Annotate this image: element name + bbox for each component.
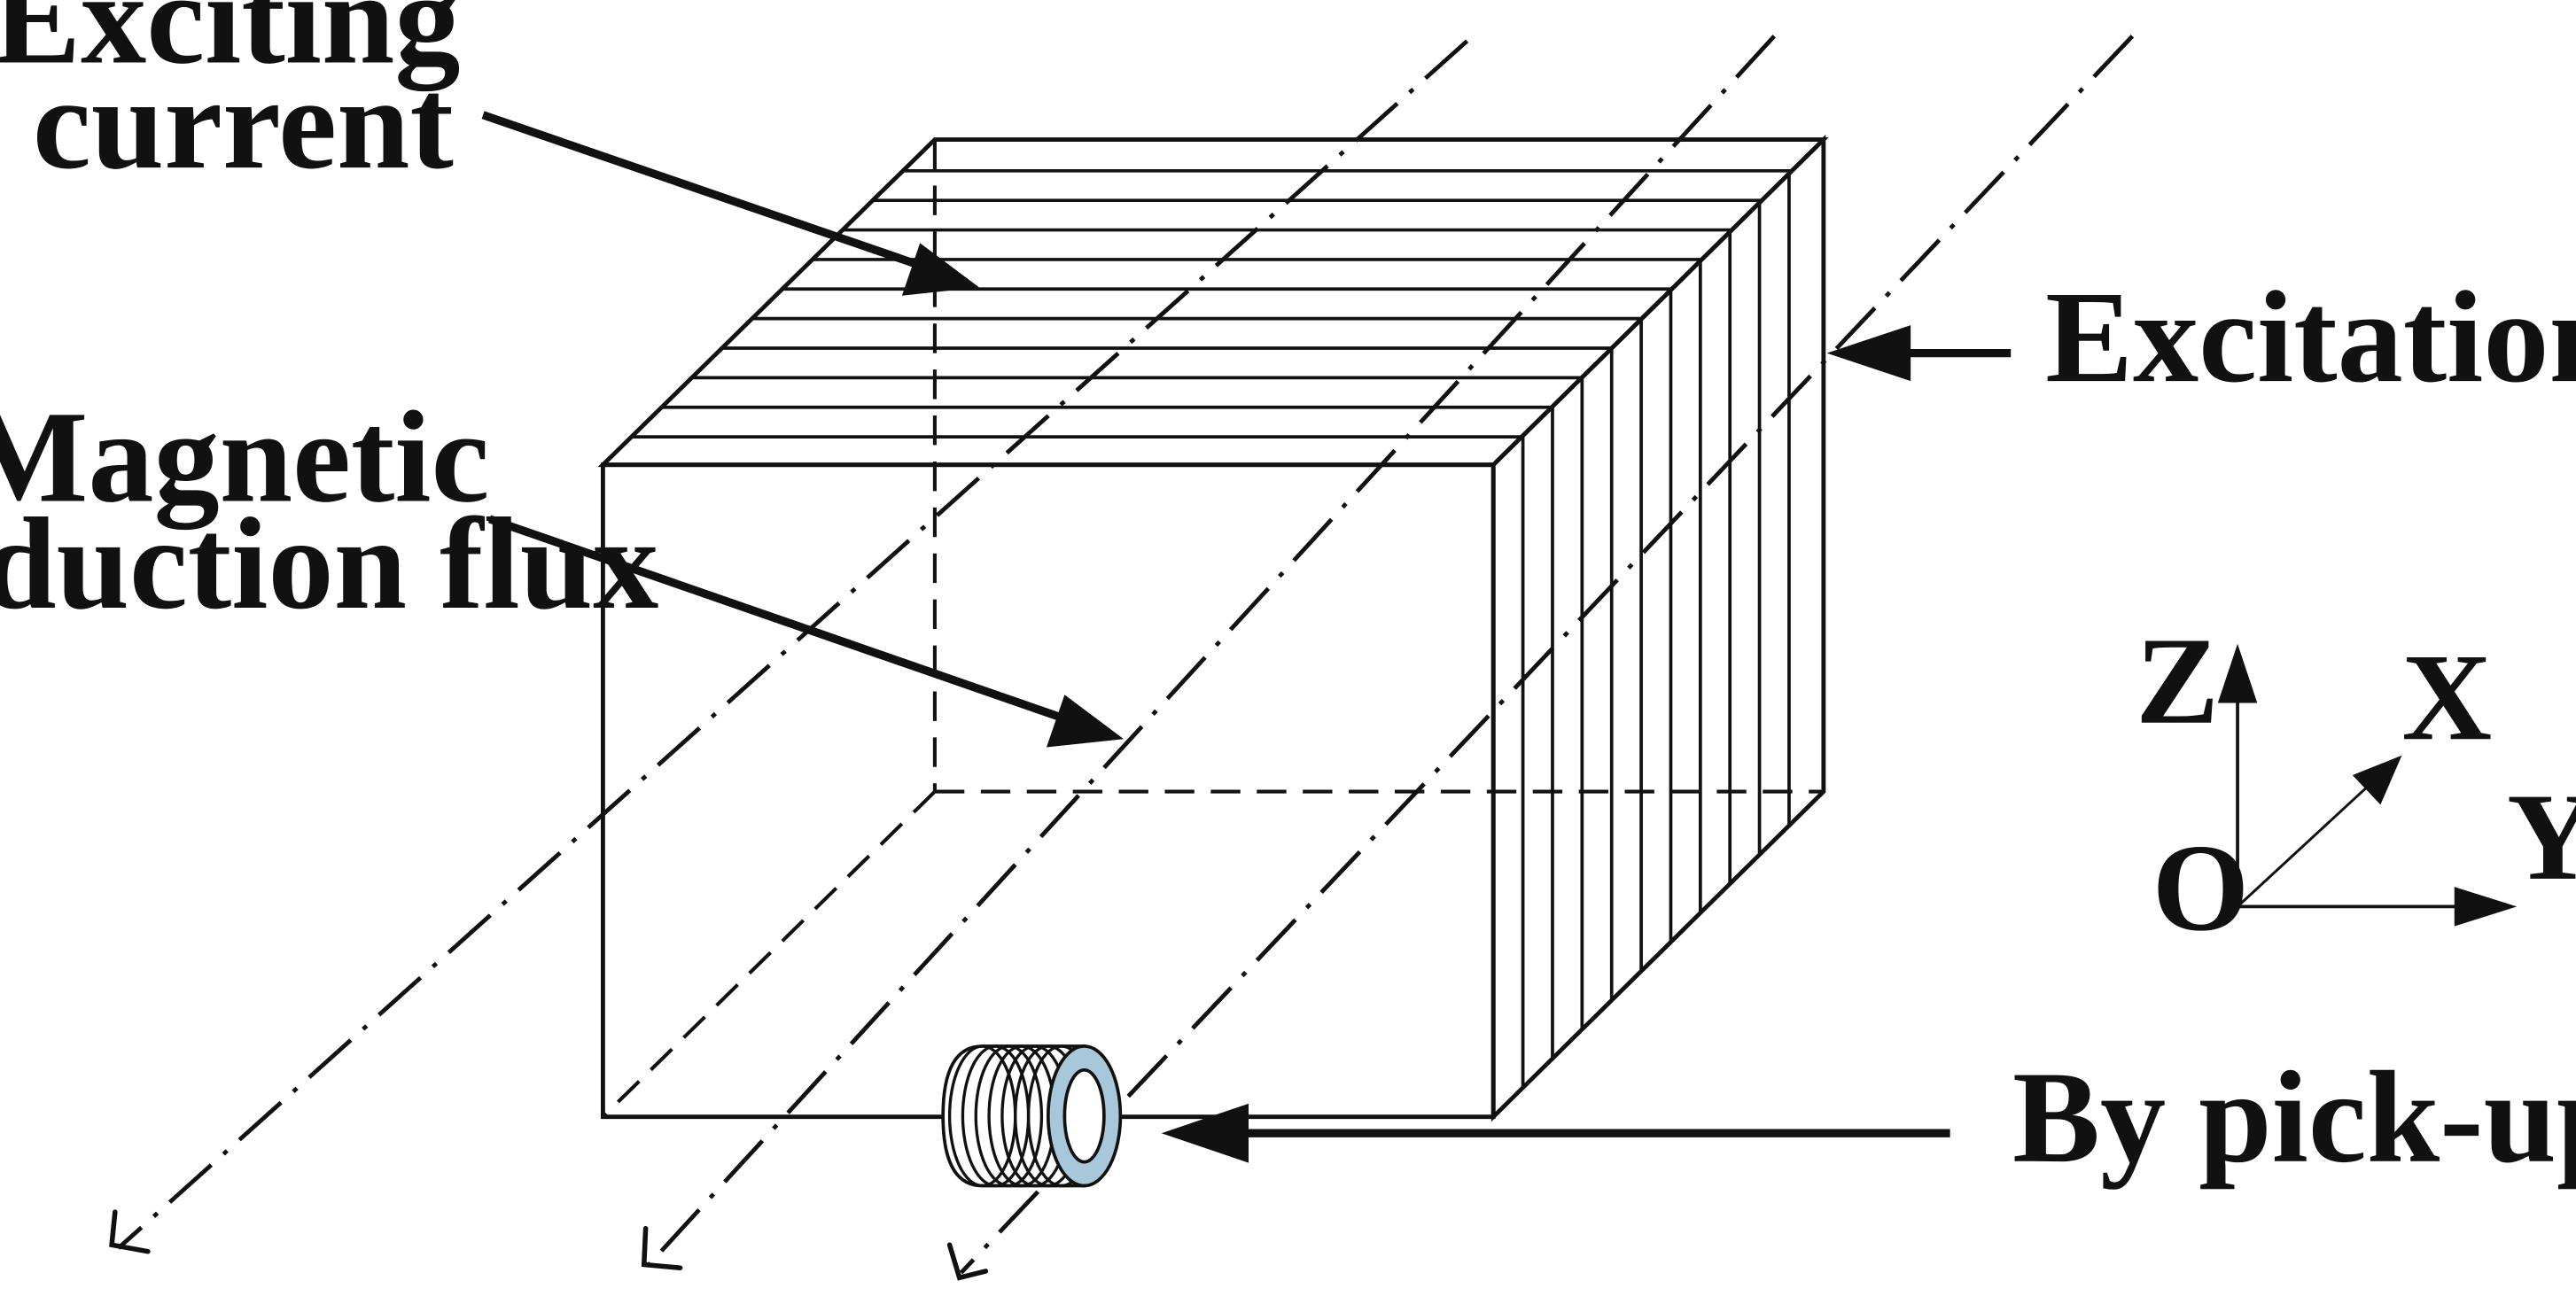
axis-label-origin: O	[2152, 819, 2250, 957]
excitation-coil-side-windings	[1521, 139, 1791, 1117]
label-magnetic-induction-flux: Magnetic induction flux	[0, 384, 658, 637]
flux-arrowheads	[109, 1209, 989, 1281]
label-exciting-current: Exciting current	[0, 0, 494, 197]
axis-label-x: X	[2401, 628, 2492, 766]
axis-label-y: Y	[2507, 768, 2576, 906]
cube-outline	[597, 134, 1829, 1122]
pickup-coil	[941, 1044, 1123, 1188]
callout-arrows	[481, 111, 2012, 1163]
label-pickup-coil: By pick-up coil	[2012, 1045, 2576, 1191]
axis-label-z: Z	[2136, 612, 2219, 750]
magnetic-flux-lines	[116, 35, 2135, 1275]
label-excitation-coil: Excitation coil	[2045, 265, 2576, 410]
coordinate-axes	[2217, 643, 2518, 927]
